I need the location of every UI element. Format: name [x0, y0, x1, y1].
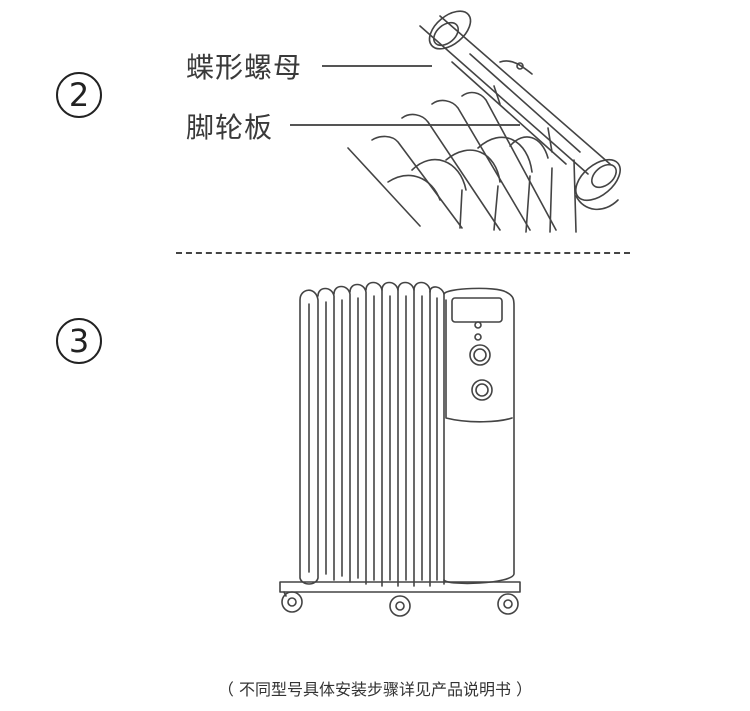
step-3-number: 3	[68, 322, 90, 360]
butterfly-nut-callout-line	[322, 65, 432, 67]
step-2-marker: 2	[56, 72, 102, 118]
caster-plate-callout-line	[290, 124, 520, 126]
butterfly-nut-label: 蝶形螺母	[186, 51, 303, 84]
section-divider	[176, 252, 630, 254]
caster-plate-label: 脚轮板	[186, 111, 274, 144]
step-3-marker: 3	[56, 318, 102, 364]
installation-note-caption: （ 不同型号具体安装步骤详见产品说明书 ）	[217, 680, 533, 699]
step-2-number: 2	[68, 76, 90, 114]
